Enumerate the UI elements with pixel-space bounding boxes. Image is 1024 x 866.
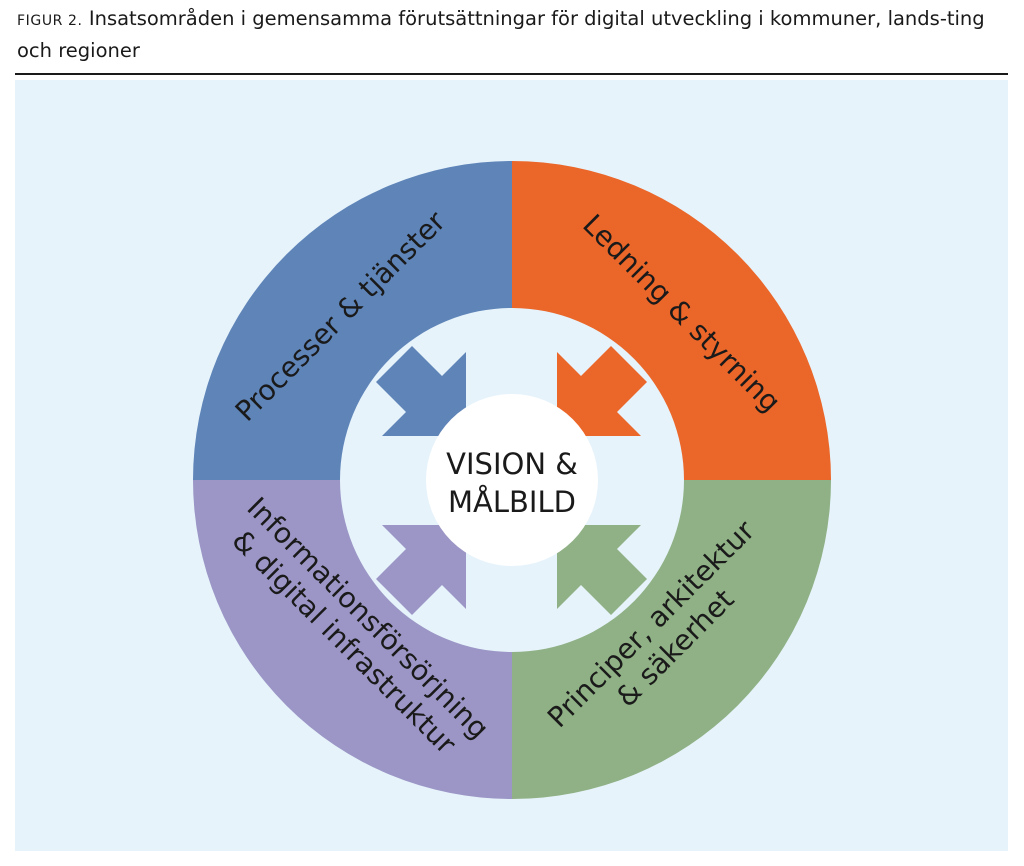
arrow-processer-icon [376,346,466,436]
arrow-information-icon [376,525,466,615]
center-title-line2: MÅLBILD [448,485,576,519]
figure-title: Insatsområden i gemensamma förutsättning… [17,7,985,62]
arrow-principer-icon [557,525,647,615]
center-circle [426,394,598,566]
center-title-line1: VISION & [446,447,578,481]
figure-caption: FIGUR 2. Insatsområden i gemensamma föru… [17,4,1007,66]
arrow-ledning-icon [557,346,647,436]
figure-label: FIGUR 2. [17,13,83,29]
caption-divider [15,73,1008,75]
